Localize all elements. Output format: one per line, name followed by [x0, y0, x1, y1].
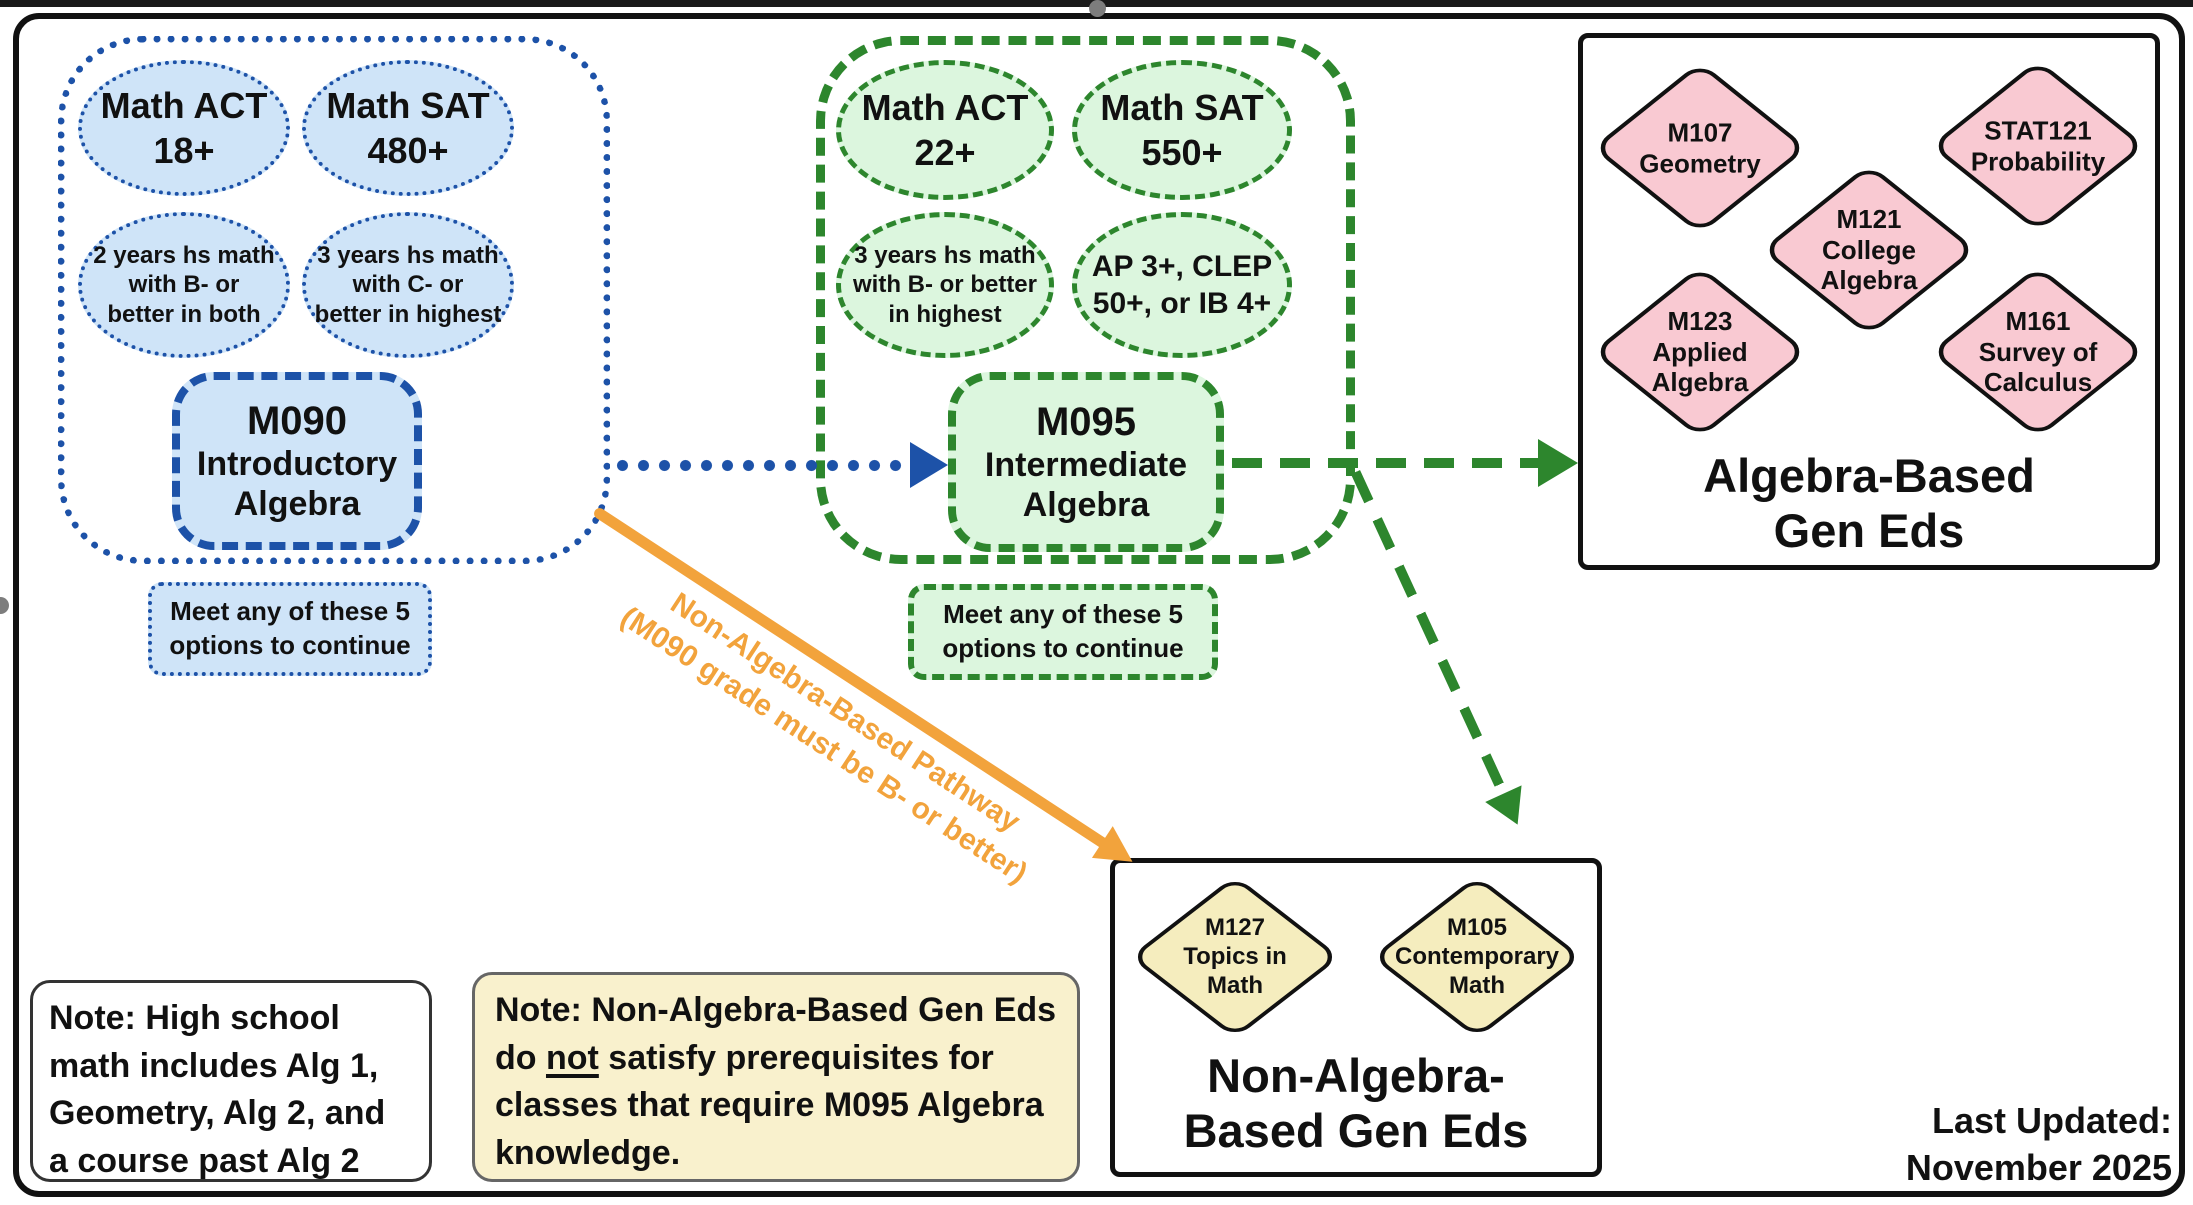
- option-math-sat-550: Math SAT 550+: [1072, 60, 1292, 200]
- course-m161-survey-of-calculus: M161 Survey of Calculus: [1978, 305, 2098, 398]
- arrow-m095-to-algebra-geneds-line: [1232, 458, 1540, 468]
- course-m095: M095 Intermediate Algebra: [948, 372, 1224, 552]
- course-m121-college-algebra: M121 College Algebra: [1820, 203, 1918, 296]
- option-math-act-22: Math ACT 22+: [836, 60, 1054, 200]
- note-non-algebra-prereq: Note: Non-Algebra-Based Gen Eds do not s…: [472, 972, 1080, 1182]
- last-updated-label: Last Updated: November 2025: [1905, 1100, 2172, 1188]
- note-high-school-math: Note: High school math includes Alg 1, G…: [30, 980, 432, 1182]
- algebra-gen-eds-title: Algebra-Based Gen Eds: [1703, 449, 2035, 558]
- selection-handle-left: [0, 597, 9, 614]
- course-m090-code: M090: [246, 398, 348, 443]
- m095-meet-options-note: Meet any of these 5 options to continue: [908, 584, 1218, 680]
- non-algebra-gen-eds-title: Non-Algebra- Based Gen Eds: [1183, 1049, 1529, 1158]
- selection-handle-top: [1089, 0, 1106, 17]
- option-math-sat-480: Math SAT 480+: [302, 60, 514, 196]
- course-stat121-probability: STAT121 Probability: [1970, 115, 2106, 176]
- course-m127-topics-in-math: M127 Topics in Math: [1183, 913, 1287, 999]
- arrow-m090-to-m095-head: [910, 442, 948, 488]
- option-3-years-hs-math-c: 3 years hs math with C- or better in hig…: [302, 212, 514, 358]
- note-non-algebra-prereq-pre: Note: Non-Algebra-Based Gen Eds do: [495, 991, 1057, 1077]
- arrow-m090-to-m095-line: [616, 459, 936, 472]
- course-m090-name: Introductory Algebra: [196, 444, 398, 523]
- course-m107-geometry: M107 Geometry: [1639, 117, 1761, 178]
- option-2-years-hs-math: 2 years hs math with B- or better in bot…: [78, 212, 290, 358]
- course-m090: M090 Introductory Algebra: [172, 372, 422, 550]
- note-non-algebra-prereq-post: satisfy prerequisites for classes that r…: [495, 1038, 1044, 1172]
- option-math-act-18: Math ACT 18+: [78, 60, 290, 196]
- option-3-years-hs-math-b: 3 years hs math with B- or better in hig…: [836, 212, 1054, 358]
- course-m095-name: Intermediate Algebra: [984, 445, 1188, 524]
- m095-pathway-container: [816, 36, 1355, 564]
- course-m095-code: M095: [1035, 399, 1137, 444]
- arrow-m095-to-algebra-geneds-head: [1538, 439, 1578, 487]
- m090-pathway-container: [58, 36, 610, 564]
- course-m105-contemporary-math: M105 Contemporary Math: [1394, 913, 1560, 999]
- m090-meet-options-note: Meet any of these 5 options to continue: [148, 582, 432, 676]
- course-m123-applied-algebra: M123 Applied Algebra: [1651, 305, 1749, 398]
- note-non-algebra-prereq-underline: not: [545, 1038, 599, 1077]
- option-ap-clep-ib: AP 3+, CLEP 50+, or IB 4+: [1072, 212, 1292, 358]
